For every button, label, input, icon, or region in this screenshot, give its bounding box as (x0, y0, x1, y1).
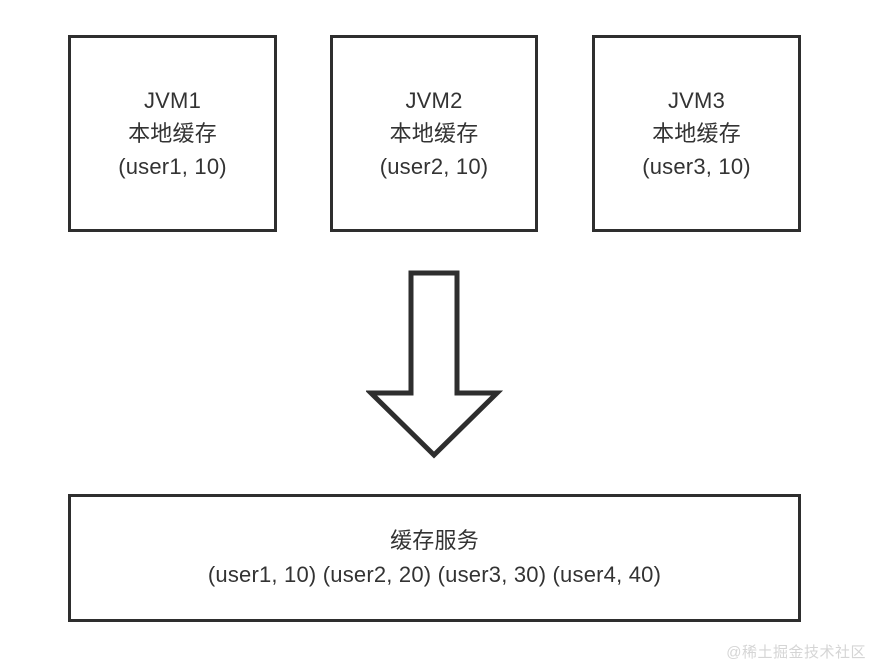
jvm3-subtitle: 本地缓存 (652, 121, 741, 146)
jvm2-subtitle: 本地缓存 (389, 121, 479, 146)
watermark: @稀土掘金技术社区 (726, 644, 866, 661)
cache-service-node: 缓存服务 (user1, 10) (user2, 20) (user3, 30)… (68, 494, 801, 622)
cache-service-entries: (user1, 10) (user2, 20) (user3, 30) (use… (207, 562, 662, 587)
jvm1-node: JVM1 本地缓存 (user1, 10) (68, 35, 277, 232)
jvm1-entry: (user1, 10) (118, 154, 227, 179)
jvm3-node: JVM3 本地缓存 (user3, 10) (592, 35, 801, 232)
jvm1-subtitle: 本地缓存 (128, 121, 217, 146)
jvm2-entry: (user2, 10) (379, 154, 489, 179)
jvm2-title: JVM2 (405, 88, 463, 113)
jvm2-node: JVM2 本地缓存 (user2, 10) (330, 35, 538, 232)
down-arrow-shape (366, 270, 504, 459)
down-arrow-icon (366, 270, 504, 459)
jvm3-title: JVM3 (667, 88, 726, 113)
cache-service-title: 缓存服务 (390, 528, 479, 553)
jvm3-entry: (user3, 10) (642, 154, 751, 179)
jvm1-title: JVM1 (143, 88, 202, 113)
